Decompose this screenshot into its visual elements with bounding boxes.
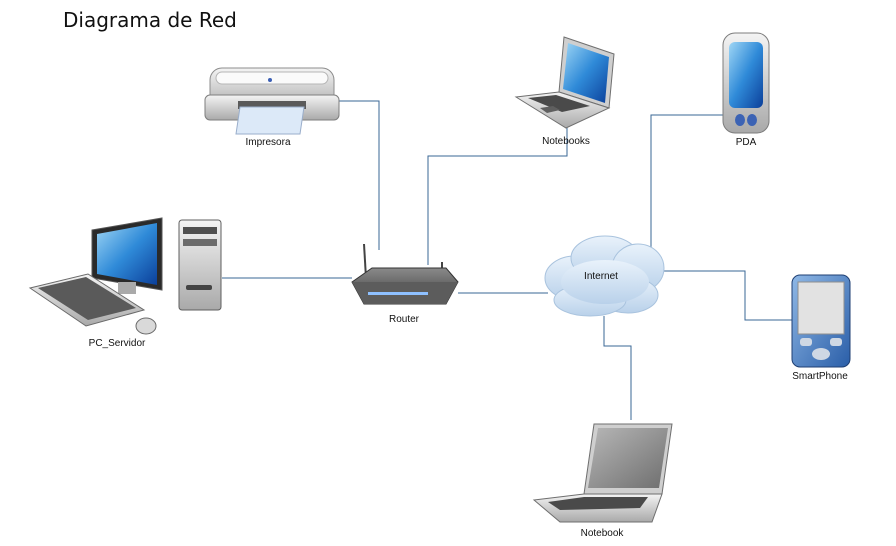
node-label-notebook: Notebook — [580, 528, 624, 539]
node-label-notebooks: Notebooks — [542, 136, 590, 147]
node-label-internet: Internet — [584, 271, 618, 282]
desktop-computer-icon — [28, 217, 222, 335]
smartphone-icon — [791, 274, 851, 368]
connectors — [222, 100, 792, 420]
node-label-pda: PDA — [735, 137, 757, 148]
node-label-printer: Impresora — [245, 137, 291, 148]
pda-icon — [722, 32, 770, 134]
printer-icon — [204, 67, 340, 135]
laptop-icon — [514, 36, 615, 129]
laptop-icon — [532, 423, 673, 523]
connector-notebook-internet — [603, 316, 632, 420]
node-label-pc: PC_Servidor — [88, 338, 146, 349]
router-icon — [351, 243, 459, 305]
connector-pda-internet — [650, 114, 732, 250]
cloud-icon — [544, 235, 665, 317]
connector-printer-router — [335, 100, 380, 250]
node-label-router: Router — [388, 314, 420, 325]
node-label-smartphone: SmartPhone — [792, 371, 848, 382]
connector-notebooks-router — [427, 128, 568, 265]
connector-smartphone-internet — [655, 270, 792, 321]
diagram-title: Diagrama de Red — [63, 8, 237, 32]
